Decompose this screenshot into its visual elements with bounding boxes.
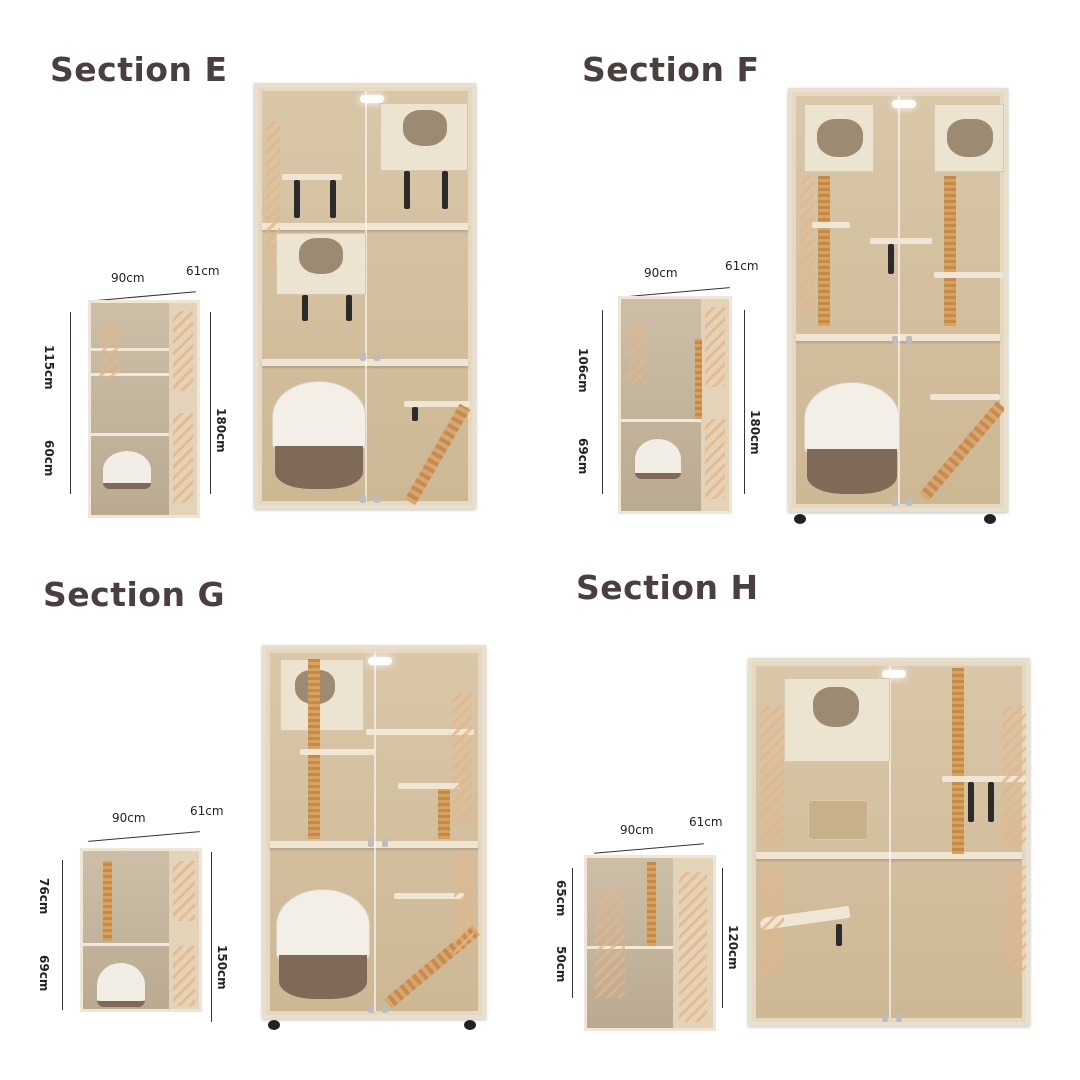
lower-height-label: 50cm <box>554 946 568 983</box>
small-cabinet <box>584 855 716 1031</box>
depth-label: 61cm <box>190 804 224 818</box>
right-height-arrow <box>744 310 745 494</box>
wheel <box>984 514 996 524</box>
ramp <box>919 401 1004 501</box>
wheel <box>464 1020 476 1030</box>
lower-height-label: 60cm <box>42 440 56 477</box>
small-cabinet <box>80 848 202 1012</box>
right-height-arrow <box>210 312 211 494</box>
left-height-arrow <box>572 868 573 998</box>
upper-height-label: 76cm <box>37 878 51 915</box>
width-label: 90cm <box>644 266 678 280</box>
cat-house-box <box>380 103 468 171</box>
upper-height-label: 65cm <box>554 880 568 917</box>
width-arrow <box>594 843 704 854</box>
section-f-title: Section F <box>582 50 760 89</box>
depth-label: 61cm <box>689 815 723 829</box>
litter-box <box>272 381 366 489</box>
small-cabinet <box>88 300 200 518</box>
total-height-label: 180cm <box>214 408 228 453</box>
depth-label: 61cm <box>186 264 220 278</box>
width-label: 90cm <box>111 271 145 285</box>
right-height-arrow <box>211 852 212 1022</box>
lower-height-label: 69cm <box>37 955 51 992</box>
left-height-arrow <box>70 312 71 494</box>
width-label: 90cm <box>112 811 146 825</box>
upper-height-label: 115cm <box>42 345 56 390</box>
section-h-title: Section H <box>576 568 759 607</box>
depth-label: 61cm <box>725 259 759 273</box>
total-height-label: 180cm <box>748 410 762 455</box>
width-label: 90cm <box>620 823 654 837</box>
section-g-title: Section G <box>43 575 226 614</box>
lower-height-label: 69cm <box>576 438 590 475</box>
section-g-cabinet-photo <box>262 645 486 1019</box>
light-icon <box>360 95 384 103</box>
section-e-cabinet-photo <box>254 83 476 509</box>
total-height-label: 120cm <box>726 925 740 970</box>
cat-face-icon <box>403 110 447 146</box>
section-f-cabinet-photo <box>788 88 1008 512</box>
left-height-arrow <box>62 860 63 1010</box>
upper-height-label: 106cm <box>576 348 590 393</box>
wheel <box>794 514 806 524</box>
section-h-cabinet-photo <box>748 658 1030 1026</box>
section-e-title: Section E <box>50 50 228 89</box>
width-arrow <box>88 831 200 842</box>
left-height-arrow <box>602 310 603 494</box>
wheel <box>268 1020 280 1030</box>
total-height-label: 150cm <box>215 945 229 990</box>
litter-box <box>804 382 900 494</box>
cat-bed <box>808 800 868 840</box>
small-cabinet <box>618 296 732 514</box>
right-height-arrow <box>722 868 723 1008</box>
litter-box <box>276 889 370 999</box>
